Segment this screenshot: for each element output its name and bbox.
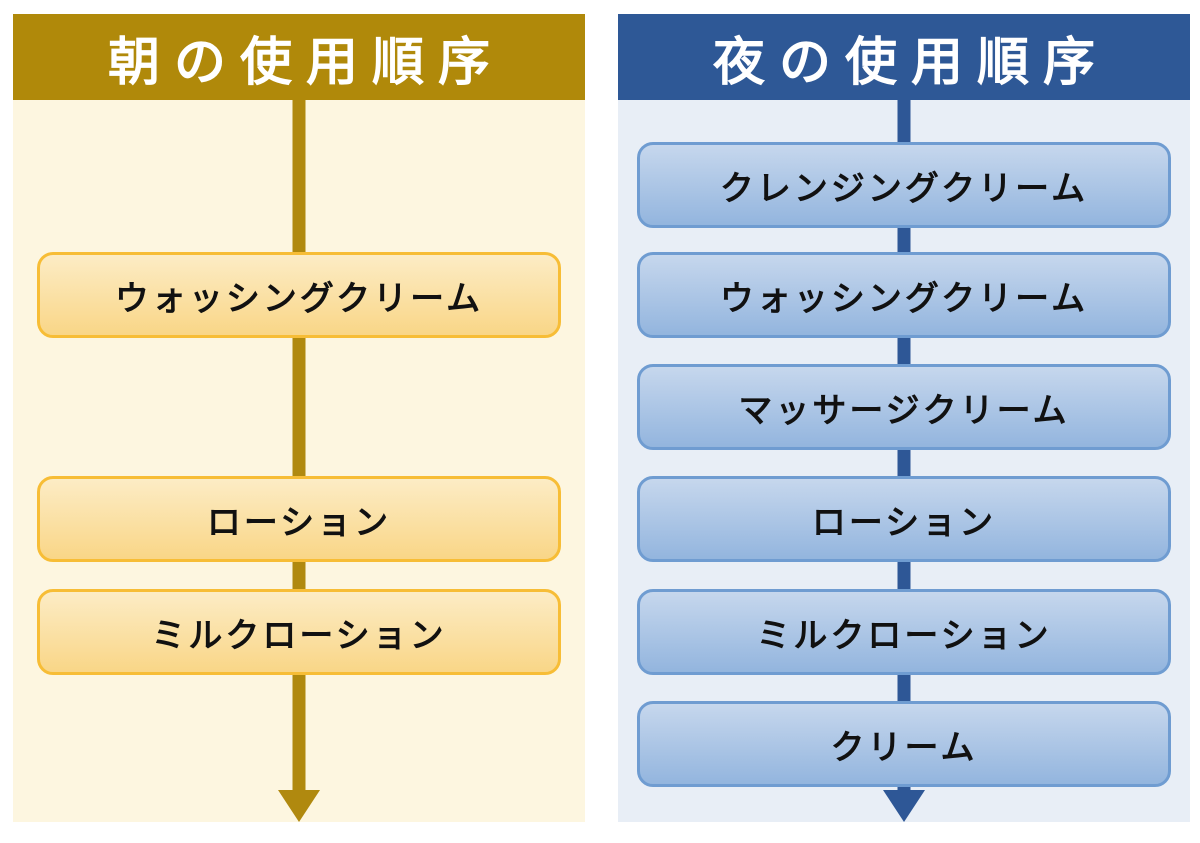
- morning-panel-title: 朝の使用順序: [13, 14, 585, 100]
- morning-down-arrow-icon: [278, 790, 320, 822]
- night-panel: 夜の使用順序 クレンジングクリーム ウォッシングクリーム マッサージクリーム ロ…: [618, 14, 1190, 822]
- morning-flow-line: [292, 100, 306, 792]
- night-down-arrow-icon: [883, 790, 925, 822]
- night-step-milk-lotion: ミルクローション: [637, 589, 1171, 675]
- night-step-cleansing-cream: クレンジングクリーム: [637, 142, 1171, 228]
- night-panel-title: 夜の使用順序: [618, 14, 1190, 100]
- night-step-massage-cream: マッサージクリーム: [637, 364, 1171, 450]
- night-step-cream: クリーム: [637, 701, 1171, 787]
- morning-flow-area: ウォッシングクリーム ローション ミルクローション: [13, 100, 585, 822]
- morning-step-lotion: ローション: [37, 476, 561, 562]
- night-step-washing-cream: ウォッシングクリーム: [637, 252, 1171, 338]
- morning-step-milk-lotion: ミルクローション: [37, 589, 561, 675]
- night-flow-area: クレンジングクリーム ウォッシングクリーム マッサージクリーム ローション ミル…: [618, 100, 1190, 822]
- night-step-lotion: ローション: [637, 476, 1171, 562]
- morning-panel: 朝の使用順序 ウォッシングクリーム ローション ミルクローション: [13, 14, 585, 822]
- morning-step-washing-cream: ウォッシングクリーム: [37, 252, 561, 338]
